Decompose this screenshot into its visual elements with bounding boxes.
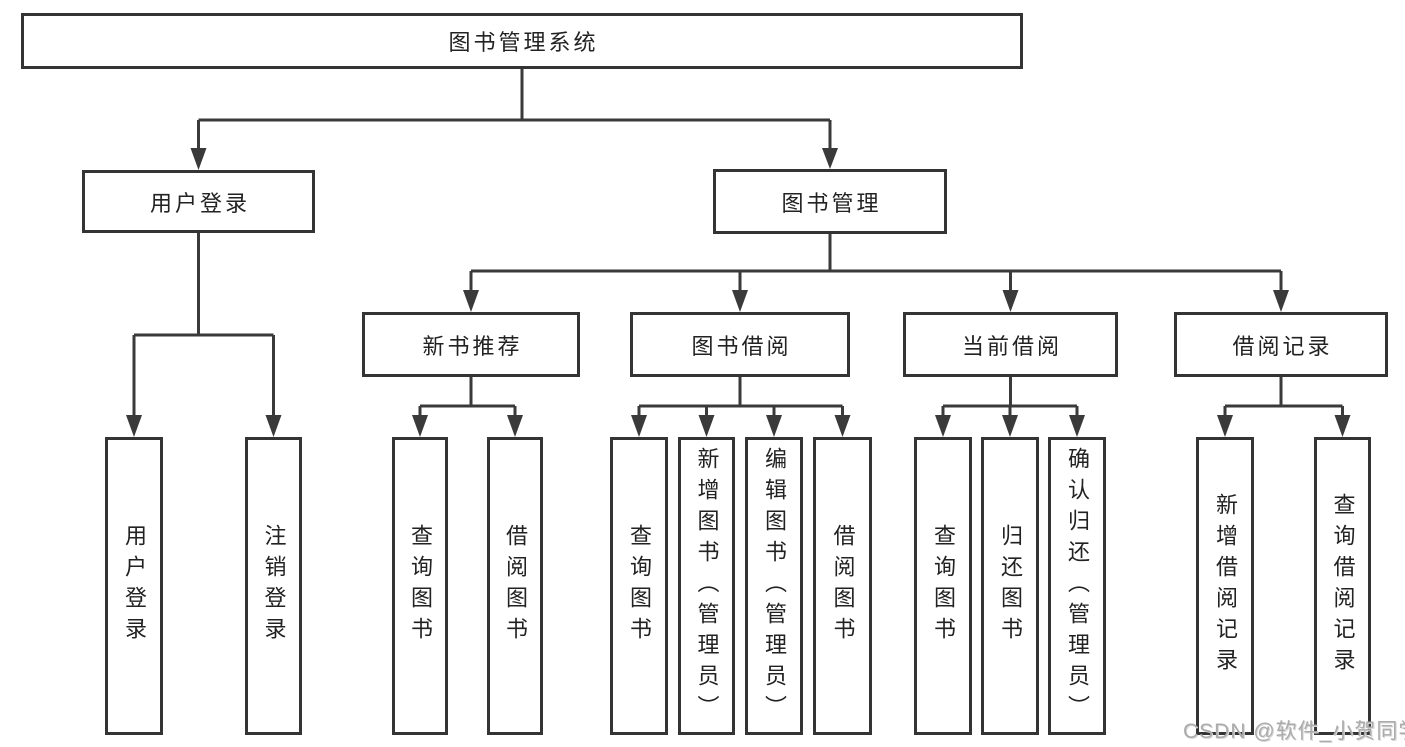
leaf-label: 归还图书 xyxy=(998,524,1023,648)
arrowhead xyxy=(507,415,523,437)
connector-book-management-to-level3 xyxy=(463,234,1289,312)
leaf-query-books-borrowing: 查询图书 xyxy=(610,437,668,735)
arrowhead xyxy=(1217,415,1233,437)
node-label: 图书借阅 xyxy=(691,333,792,359)
connector-lines xyxy=(1223,377,1344,419)
node-library-management-system: 图书管理系统 xyxy=(21,13,1023,69)
leaf-label: 新增借阅记录 xyxy=(1213,493,1238,679)
arrowhead xyxy=(463,290,479,312)
connector-lines xyxy=(197,69,832,150)
arrowhead xyxy=(412,415,428,437)
connector-lines xyxy=(941,377,1079,419)
leaf-confirm-return-admin: 确认归还（管理员） xyxy=(1048,437,1106,735)
connector-new-book-recommend-to-leaves xyxy=(412,377,523,437)
leaf-label: 查询图书 xyxy=(627,524,652,648)
node-label: 当前借阅 xyxy=(961,333,1062,359)
arrowhead xyxy=(631,415,647,437)
leaf-label: 新增图书（管理员） xyxy=(694,446,720,726)
node-borrowing-records: 借阅记录 xyxy=(1174,312,1388,377)
leaf-query-books-recommend: 查询图书 xyxy=(392,437,448,735)
leaf-logout: 注销登录 xyxy=(245,437,302,735)
node-user-login: 用户登录 xyxy=(82,170,315,233)
arrowhead xyxy=(935,415,951,437)
leaf-edit-books-admin: 编辑图书（管理员） xyxy=(745,437,803,735)
node-label: 用户登录 xyxy=(149,190,250,216)
leaf-label: 借阅图书 xyxy=(503,524,528,648)
node-label: 图书管理系统 xyxy=(448,30,599,55)
leaf-label: 编辑图书（管理员） xyxy=(762,446,787,726)
node-label: 新书推荐 xyxy=(422,333,523,359)
leaf-borrow-books: 借阅图书 xyxy=(813,437,872,735)
connector-lines xyxy=(418,377,517,419)
connector-lines xyxy=(132,233,275,417)
arrowhead xyxy=(1069,415,1085,437)
leaf-label: 查询图书 xyxy=(931,524,956,648)
leaf-query-books-current: 查询图书 xyxy=(914,437,972,735)
leaf-label: 查询图书 xyxy=(408,524,433,648)
connector-lines xyxy=(637,377,844,419)
node-label: 图书管理 xyxy=(781,190,882,216)
leaf-query-borrow-record: 查询借阅记录 xyxy=(1314,437,1371,735)
connector-root-to-level2 xyxy=(190,69,838,170)
leaf-add-books-admin: 新增图书（管理员） xyxy=(678,437,735,735)
node-book-borrowing: 图书借阅 xyxy=(630,312,850,377)
connector-user-login-to-leaves xyxy=(126,233,282,437)
arrowhead xyxy=(834,415,851,437)
arrowhead xyxy=(766,415,782,437)
connector-current-borrowing-to-leaves xyxy=(935,377,1085,437)
leaf-add-borrow-record: 新增借阅记录 xyxy=(1196,437,1254,735)
arrowhead xyxy=(190,148,207,170)
leaf-label: 用户登录 xyxy=(122,524,147,648)
watermark: CSDN @软件_小贺同学 xyxy=(1183,720,1405,743)
leaf-user-login: 用户登录 xyxy=(105,437,163,735)
arrowhead xyxy=(126,415,142,437)
leaf-label: 查询借阅记录 xyxy=(1330,493,1356,679)
connector-lines xyxy=(469,234,1283,292)
leaf-label: 确认归还（管理员） xyxy=(1065,446,1090,726)
node-book-management: 图书管理 xyxy=(713,169,947,234)
node-current-borrowing: 当前借阅 xyxy=(903,312,1118,377)
connector-book-borrowing-to-leaves xyxy=(631,377,851,437)
arrowhead xyxy=(732,290,748,312)
leaf-return-books: 归还图书 xyxy=(981,437,1039,735)
leaf-borrow-books-recommend: 借阅图书 xyxy=(487,437,543,735)
arrowhead xyxy=(1002,415,1018,437)
node-new-book-recommend: 新书推荐 xyxy=(362,312,580,377)
arrowhead xyxy=(1334,415,1351,437)
connector-borrowing-records-to-leaves xyxy=(1217,377,1351,437)
leaf-label: 借阅图书 xyxy=(830,524,856,648)
arrowhead xyxy=(1273,290,1289,312)
arrowhead xyxy=(1002,290,1019,312)
arrowhead xyxy=(698,415,715,437)
node-label: 借阅记录 xyxy=(1232,333,1333,359)
leaf-label: 注销登录 xyxy=(261,524,287,648)
arrowhead xyxy=(822,148,838,169)
arrowhead xyxy=(265,415,282,437)
